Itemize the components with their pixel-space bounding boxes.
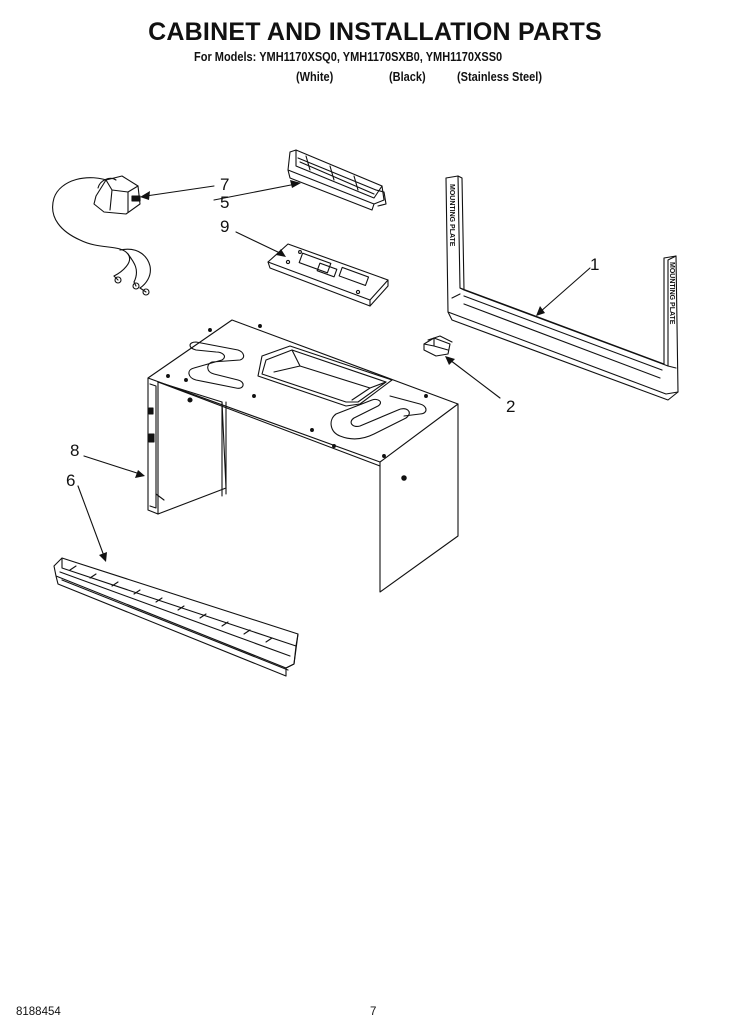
leader-lines — [77, 183, 591, 557]
model-list: For Models: YMH1170XSQ0, YMH1170SXB0, YM… — [194, 50, 503, 64]
callout-1: 1 — [590, 255, 599, 274]
variant-black: (Black) — [389, 70, 426, 84]
callout-9: 9 — [220, 217, 229, 236]
plate-lettering-right: MOUNTING PLATE — [668, 262, 675, 325]
plate-lettering-left: MOUNTING PLATE — [448, 184, 455, 247]
variant-white: (White) — [296, 70, 334, 84]
page-title: CABINET AND INSTALLATION PARTS — [148, 18, 602, 46]
leader-arrowheads — [99, 180, 545, 562]
part-9-bracket-plate — [267, 243, 389, 307]
part-1-mounting-plate — [445, 175, 679, 401]
callout-6: 7 — [220, 175, 229, 194]
variant-stainless: (Stainless Steel) — [457, 70, 542, 84]
page-number: 7 — [370, 1006, 377, 1018]
part-6-plug-harness — [52, 175, 151, 296]
part-5-vent-strip — [287, 149, 387, 211]
part-8-trim-strip — [53, 557, 299, 677]
part-7-cabinet — [147, 319, 459, 593]
callout-7: 8 — [70, 441, 79, 460]
callout-5: 5 — [220, 193, 229, 212]
part-2-clip — [423, 335, 453, 357]
callout-8: 6 — [66, 471, 75, 490]
callout-2: 2 — [506, 397, 515, 416]
document-number: 8188454 — [16, 1006, 61, 1018]
